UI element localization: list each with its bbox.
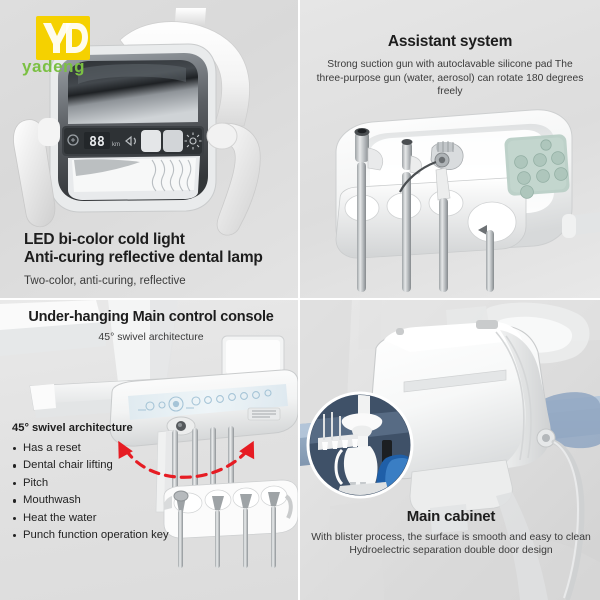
led-lamp-caption: LED bi-color cold light Anti-curing refl… bbox=[24, 231, 296, 289]
led-lamp-title-line1: LED bi-color cold light bbox=[24, 231, 185, 248]
assistant-subtitle-line2: three-purpose gun (water, aerosol) can r… bbox=[316, 72, 584, 98]
logo-mark-icon bbox=[36, 16, 90, 60]
logo-wordmark: yadeng bbox=[22, 57, 85, 76]
main-cabinet-subtitle-line1: With blister process, the surface is smo… bbox=[311, 531, 591, 543]
svg-text:88: 88 bbox=[89, 135, 105, 150]
assistant-tray-illustration bbox=[335, 109, 600, 292]
dental-lamp-illustration: 88 km bbox=[13, 8, 261, 236]
control-console-title: Under-hanging Main control console bbox=[28, 309, 274, 325]
lamp-display: 88 km bbox=[84, 132, 120, 150]
list-item: Pitch bbox=[12, 476, 172, 491]
list-item: Has a reset bbox=[12, 441, 172, 456]
three-purpose-gun bbox=[399, 141, 464, 292]
svg-text:km: km bbox=[112, 142, 120, 148]
main-cabinet-caption: Main cabinet With blister process, the s… bbox=[310, 508, 592, 558]
swivel-arrow bbox=[118, 440, 255, 479]
feature-items: Has a reset Dental chair lifting Pitch M… bbox=[12, 441, 172, 543]
list-item: Mouthwash bbox=[12, 493, 172, 508]
panel-led-lamp: 88 km bbox=[0, 0, 300, 300]
control-console-caption: Under-hanging Main control console 45° s… bbox=[8, 309, 294, 345]
panel-assistant-system: Assistant system Strong suction gun with… bbox=[300, 0, 600, 300]
detail-inset-circle bbox=[306, 391, 414, 499]
list-item: Punch function operation key bbox=[12, 528, 172, 543]
main-cabinet-illustration bbox=[300, 300, 600, 600]
assistant-keypad bbox=[504, 134, 570, 199]
suction-gun bbox=[354, 128, 383, 292]
main-cabinet-title: Main cabinet bbox=[406, 508, 496, 525]
control-console-illustration bbox=[0, 300, 298, 568]
assistant-system-caption: Assistant system Strong suction gun with… bbox=[314, 33, 586, 99]
feature-list-heading: 45° swivel architecture bbox=[12, 422, 133, 434]
assistant-system-title: Assistant system bbox=[387, 33, 513, 50]
led-lamp-title-line2: Anti-curing reflective dental lamp bbox=[24, 249, 263, 267]
led-lamp-subtitle: Two-color, anti-curing, reflective bbox=[24, 274, 186, 287]
control-console-subtitle: 45° swivel architecture bbox=[98, 331, 204, 344]
assistant-system-subtitle: Strong suction gun with autoclavable sil… bbox=[314, 58, 586, 99]
list-item: Heat the water bbox=[12, 511, 172, 526]
brand-logo: yadeng bbox=[14, 16, 132, 78]
list-item: Dental chair lifting bbox=[12, 458, 172, 473]
control-console-feature-list: 45° swivel architecture Has a reset Dent… bbox=[12, 422, 172, 545]
panel-main-cabinet: Main cabinet With blister process, the s… bbox=[300, 300, 600, 600]
panel-control-console: Under-hanging Main control console 45° s… bbox=[0, 300, 300, 600]
main-cabinet-subtitle: With blister process, the surface is smo… bbox=[310, 531, 592, 558]
main-cabinet-subtitle-line2: Hydroelectric separation double door des… bbox=[349, 545, 553, 557]
assistant-subtitle-line1: Strong suction gun with autoclavable sil… bbox=[327, 59, 573, 71]
svg-text:yadeng: yadeng bbox=[22, 57, 85, 76]
